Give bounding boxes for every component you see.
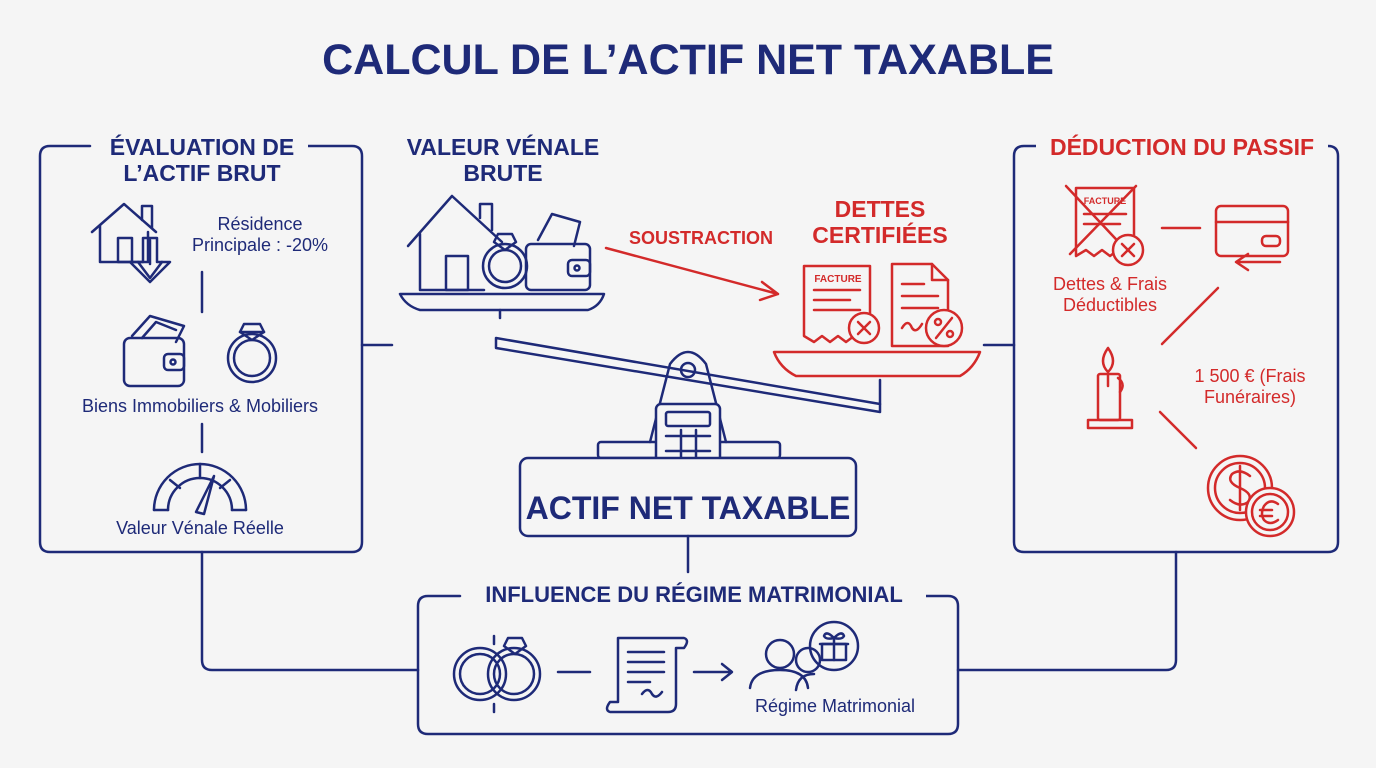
residence-line1: Résidence xyxy=(217,214,303,234)
right-panel-title: DÉDUCTION DU PASSIF xyxy=(1036,134,1328,161)
scale-beam xyxy=(494,336,882,414)
left-bottom-connector xyxy=(200,550,420,672)
wallet-on-scale-icon xyxy=(524,212,592,292)
dettes-frais-line2: Déductibles xyxy=(1062,294,1158,315)
left-panel-box xyxy=(38,144,364,554)
credit-card-icon xyxy=(1214,204,1290,272)
crossed-invoice-icon xyxy=(1064,184,1145,267)
frais-line2: Funéraires) xyxy=(1203,386,1297,407)
bottom-panel-box xyxy=(416,594,960,736)
actif-net-taxable-result: ACTIF NET TAXABLE xyxy=(525,490,851,526)
frais-funeraires-label: 1 500 € (Frais Funéraires) xyxy=(1170,366,1330,407)
dettes-frais-line1: Dettes & Frais xyxy=(1052,274,1168,294)
soustraction-label: SOUSTRACTION xyxy=(629,228,773,248)
ring-on-scale-icon xyxy=(481,232,529,290)
left-panel-title: ÉVALUATION DE L’ACTIF BRUT xyxy=(96,134,308,187)
dettes-certifiees-label: DETTES CERTIFIÉES xyxy=(790,196,970,249)
wallet-icon xyxy=(122,314,186,388)
left-panel-title-line2: L’ACTIF BRUT xyxy=(123,160,281,187)
valeur-brute-label: VALEUR VÉNALE BRUTE xyxy=(390,134,616,187)
invoice-label: FACTURE xyxy=(814,274,862,285)
valeur-brute-line2: BRUTE xyxy=(463,160,543,187)
soustraction-arrow xyxy=(604,246,780,302)
page-title: CALCUL DE L’ACTIF NET TAXABLE xyxy=(322,36,1054,84)
left-scale-pan xyxy=(398,292,606,312)
right-panel-box xyxy=(1012,144,1340,554)
dettes-frais-label: Dettes & Frais Déductibles xyxy=(1030,274,1190,315)
coins-icon xyxy=(1206,454,1296,538)
percent-document-icon xyxy=(890,262,964,348)
dettes-line1: DETTES xyxy=(834,196,926,222)
valeur-brute-line1: VALEUR VÉNALE xyxy=(406,134,600,160)
wedding-rings-icon xyxy=(452,634,542,714)
left-panel-title-line1: ÉVALUATION DE xyxy=(109,134,295,160)
dettes-line2: CERTIFIÉES xyxy=(812,222,948,249)
candle-icon xyxy=(1086,346,1134,430)
regime-matrimonial-label: Régime Matrimonial xyxy=(754,696,916,716)
bottom-right-connector xyxy=(956,550,1178,672)
crossed-invoice-label: FACTURE xyxy=(1083,196,1127,206)
residence-label: Résidence Principale : -20% xyxy=(180,214,340,255)
house-down-arrow-icon xyxy=(90,202,172,284)
residence-line2: Principale : -20% xyxy=(191,234,329,255)
ring-icon xyxy=(226,322,278,384)
valeur-reelle-label: Valeur Vénale Réelle xyxy=(116,518,284,538)
gauge-icon xyxy=(152,462,248,516)
frais-line1: 1 500 € (Frais xyxy=(1194,366,1306,386)
house-icon xyxy=(406,194,504,292)
invoice-icon xyxy=(802,264,881,345)
right-scale-pan xyxy=(772,350,982,378)
biens-label: Biens Immobiliers & Mobiliers xyxy=(81,396,319,416)
bottom-panel-title: INFLUENCE DU RÉGIME MATRIMONIAL xyxy=(462,582,926,608)
document-scroll-icon xyxy=(605,636,689,714)
bottom-arrow xyxy=(692,662,734,682)
scale-fulcrum xyxy=(648,350,728,444)
people-gift-icon xyxy=(748,620,860,692)
